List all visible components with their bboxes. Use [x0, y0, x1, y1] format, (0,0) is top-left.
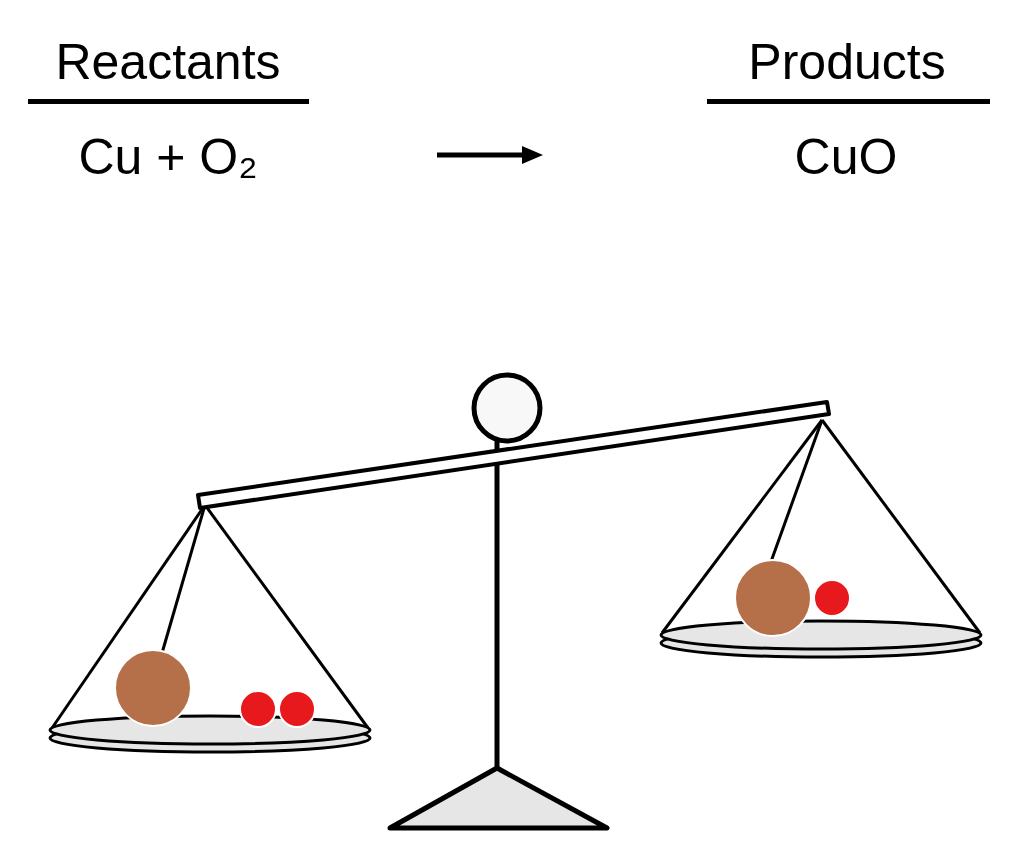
heading-underline [707, 99, 990, 104]
oxygen-atom [240, 691, 276, 727]
products-heading: Products [748, 37, 945, 87]
scale-base [390, 768, 607, 828]
heading-underline [28, 99, 309, 104]
oxygen-atom [814, 580, 850, 616]
copper-atom [115, 650, 191, 726]
scale-pan [661, 621, 981, 649]
pan-string [52, 505, 205, 728]
reactants-heading: Reactants [55, 37, 280, 87]
arrow-head [522, 146, 543, 164]
pan-string [768, 420, 822, 570]
pan-string [160, 505, 205, 660]
reactants-formula: Cu + O₂ [78, 132, 257, 182]
scale-post [495, 440, 500, 770]
products-formula: CuO [795, 132, 898, 182]
reaction-arrow [437, 153, 525, 158]
scale-pivot [474, 375, 540, 441]
scale-pan [50, 716, 370, 744]
pan-string [205, 505, 368, 728]
oxygen-atom [279, 691, 315, 727]
copper-atom [735, 560, 811, 636]
